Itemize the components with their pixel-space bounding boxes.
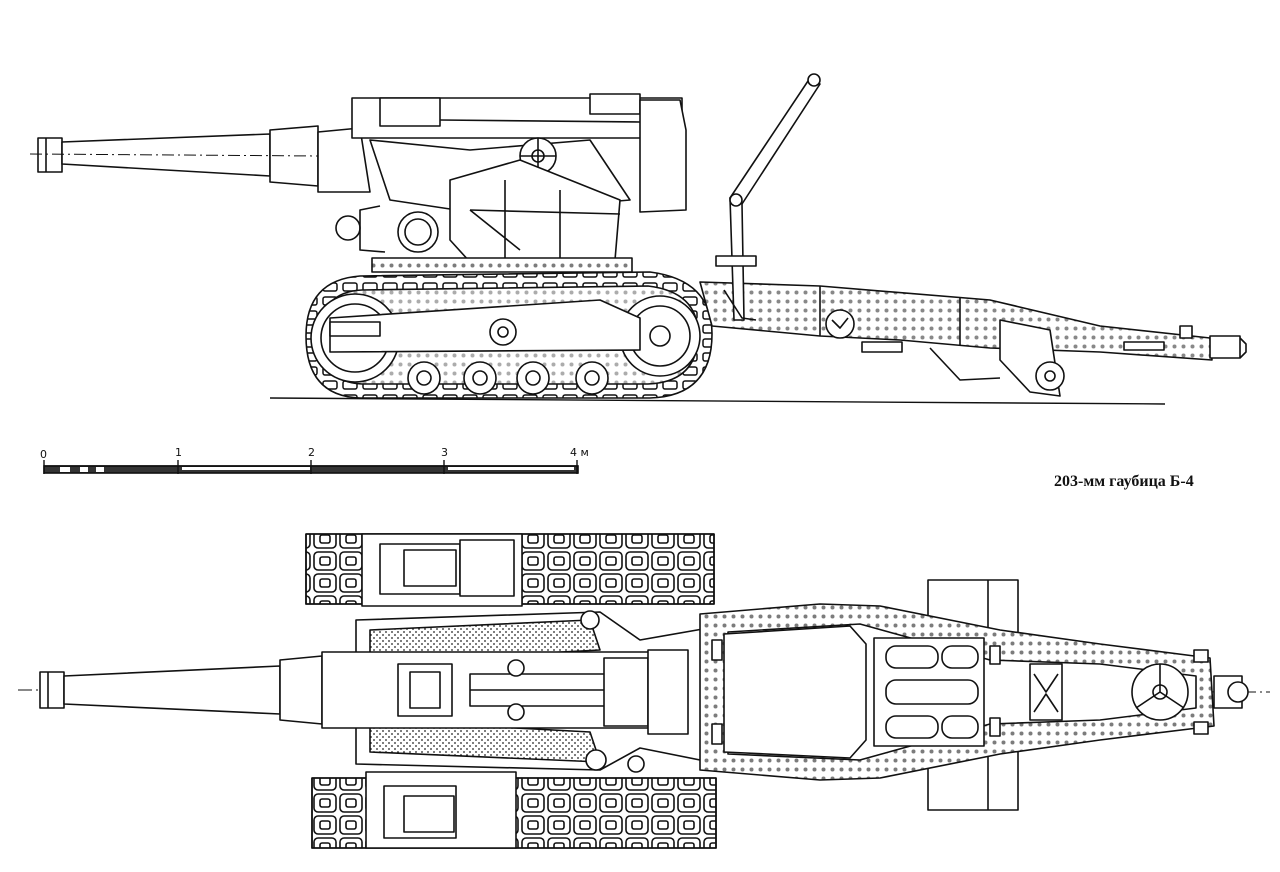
side-track xyxy=(305,271,713,399)
scale-tick-4: 4 м xyxy=(570,446,589,459)
top-carriage xyxy=(321,610,721,773)
scale-tick-1: 1 xyxy=(175,446,182,459)
side-view xyxy=(29,73,1247,405)
top-platforms xyxy=(361,533,523,849)
top-barrel xyxy=(39,655,323,725)
side-trail xyxy=(699,281,1247,397)
scale-tick-2: 2 xyxy=(308,446,315,459)
side-handle xyxy=(715,73,821,321)
scale-bar: 0 1 2 3 4 м xyxy=(40,446,589,474)
top-view xyxy=(17,533,1271,849)
top-trail xyxy=(699,579,1249,811)
scale-tick-3: 3 xyxy=(441,446,448,459)
side-chassis xyxy=(371,257,633,273)
drawing-caption: 203-мм гаубица Б-4 xyxy=(1054,473,1194,490)
side-barrel xyxy=(29,125,321,187)
side-upper-carriage xyxy=(449,159,621,263)
scale-tick-0: 0 xyxy=(40,448,47,461)
